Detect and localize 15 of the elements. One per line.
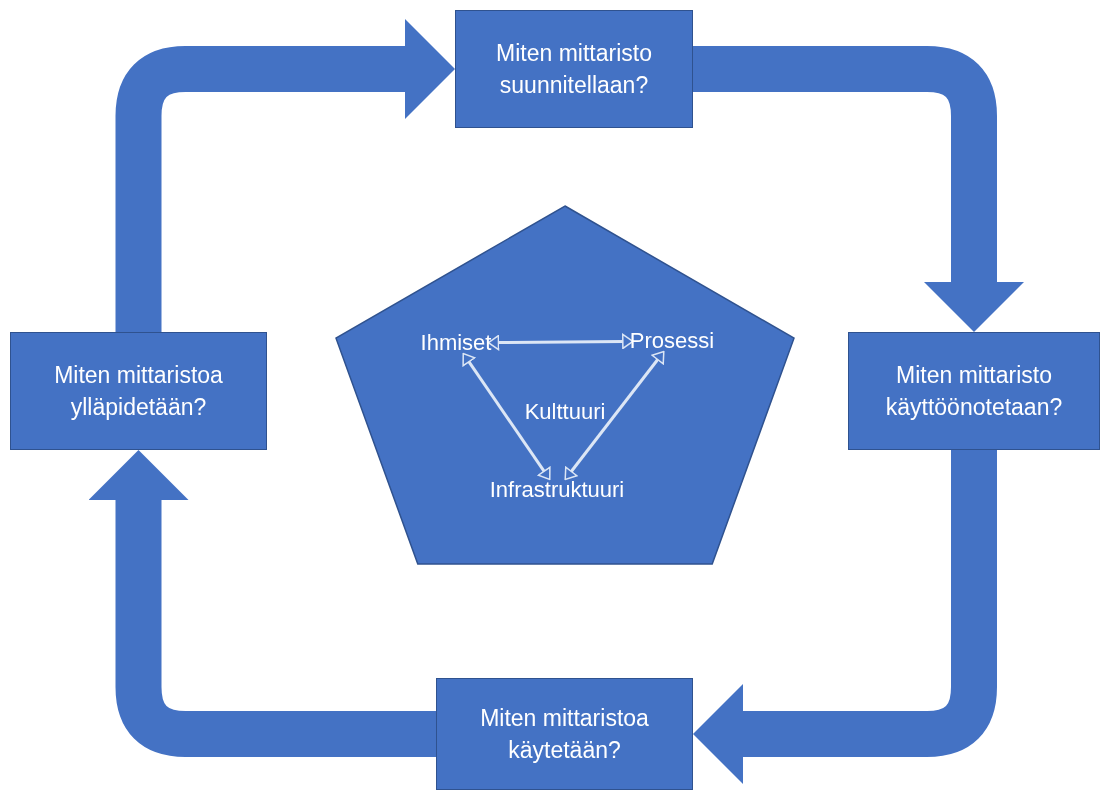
process-box: Miten mittaristo suunnitellaan? [455, 10, 693, 128]
node-label: Kulttuuri [524, 399, 606, 425]
bent-arrow [693, 450, 997, 784]
node-label: Infrastruktuuri [489, 477, 625, 503]
process-box: Miten mittaristo käyttöönotetaan? [848, 332, 1100, 450]
process-box: Miten mittaristoa ylläpidetään? [10, 332, 267, 450]
node-label: Prosessi [629, 328, 715, 354]
bent-arrow [693, 46, 1024, 332]
node-label: Ihmiset [420, 330, 492, 356]
double-arrow [564, 350, 665, 481]
double-arrow [487, 333, 634, 351]
process-box: Miten mittaristoa käytetään? [436, 678, 693, 790]
bent-arrow [115, 19, 455, 332]
double-arrow [462, 352, 551, 481]
bent-arrow [88, 450, 436, 757]
